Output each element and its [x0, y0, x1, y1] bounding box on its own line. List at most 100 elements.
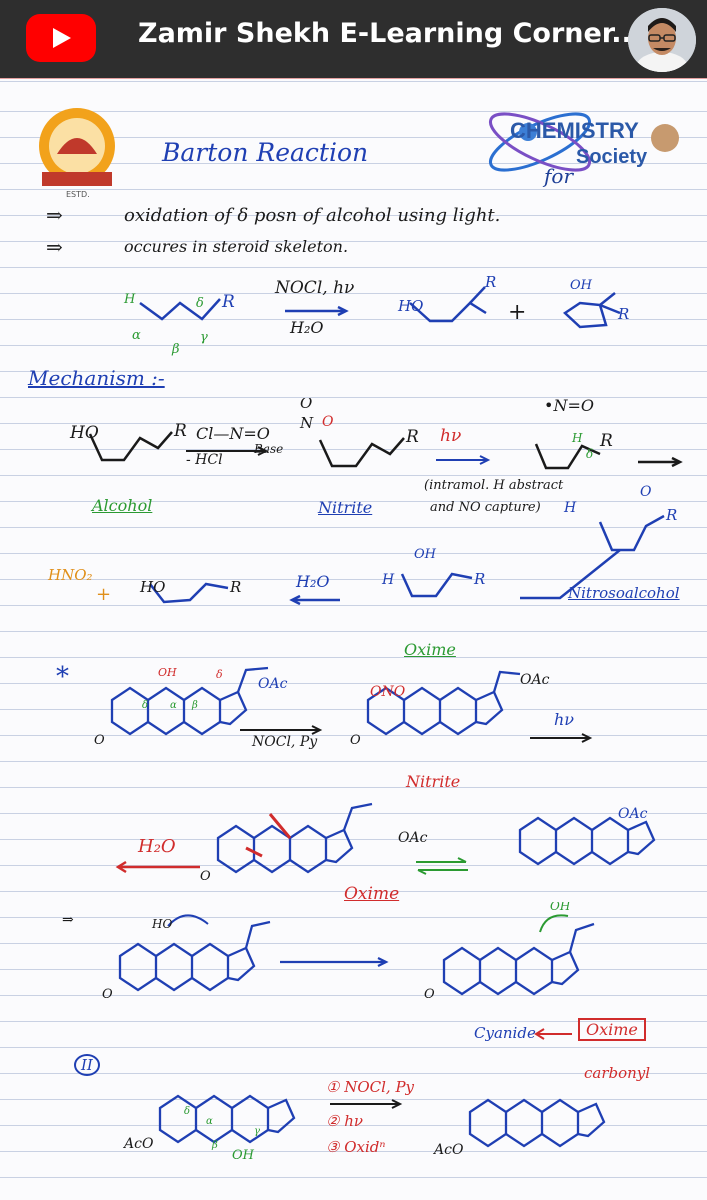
oac-1: OAc	[258, 676, 288, 692]
label-carbonyl: carbonyl	[584, 1064, 651, 1082]
mechanism-row-1: HO R R R N O O H δ	[69, 398, 683, 470]
mechanism-heading: Mechanism :-	[28, 366, 165, 390]
arrow-step-1	[186, 446, 269, 456]
reagent-hno2: HNO₂	[48, 566, 93, 584]
abstraction-note-1: (intramol. H abstract	[424, 478, 564, 493]
svg-text:R: R	[221, 292, 235, 312]
svg-text:O: O	[300, 398, 312, 412]
svg-text:HO: HO	[397, 297, 423, 315]
radical-no: •N=O	[544, 396, 594, 415]
abstraction-note-2: and NO capture)	[430, 500, 541, 515]
equilibrium-arrows	[416, 857, 468, 875]
label-oxime-2: Oxime	[344, 884, 400, 904]
step-one: ① NOCl, Py	[326, 1078, 415, 1096]
arrow-left-h2o	[115, 860, 200, 874]
reagent-nocl-hv: NOCl, hν	[275, 278, 355, 298]
svg-text:H: H	[381, 572, 395, 588]
svg-text:O: O	[200, 869, 211, 884]
reagent-minus-hcl: - HCl	[186, 452, 223, 468]
svg-text:HO: HO	[69, 423, 99, 443]
svg-text:R: R	[173, 421, 187, 441]
label-alcohol: Alcohol	[92, 496, 153, 515]
aco-right: AcO	[434, 1142, 464, 1158]
svg-text:OH: OH	[158, 666, 177, 679]
step-two: ② hν	[326, 1112, 363, 1130]
reagent-cl-n-o: Cl—N=O	[196, 424, 270, 443]
society-title-chemistry: CHEMISTRY	[510, 118, 639, 143]
page-top-rule	[0, 78, 707, 79]
svg-text:H: H	[571, 431, 583, 445]
svg-text:γ: γ	[254, 1126, 260, 1137]
label-cyanide: Cyanide	[474, 1024, 536, 1042]
arrow-step-nocl	[240, 725, 323, 735]
arrow-mark: ⇒	[62, 912, 74, 928]
svg-text:R: R	[229, 578, 241, 596]
svg-text:δ: δ	[184, 1106, 190, 1117]
svg-text:β: β	[191, 700, 198, 711]
svg-text:HO: HO	[139, 578, 165, 596]
oac-2: OAc	[520, 672, 550, 688]
example-roman-two: II	[74, 1054, 100, 1076]
aco-left: AcO	[124, 1136, 154, 1152]
society-title-for: for	[544, 164, 574, 188]
steroid-example-3: OH HO O O	[102, 902, 595, 1002]
svg-text:N: N	[299, 414, 314, 432]
svg-text:H: H	[563, 500, 577, 516]
arrow-step-ii	[330, 1099, 403, 1109]
oac-4: OAc	[618, 806, 648, 822]
reagent-h2o-2: H₂O	[138, 836, 176, 857]
reagent-hno2-plus: +	[96, 584, 112, 605]
oh-bottom: OH	[232, 1148, 254, 1163]
label-oxime-box: Oxime	[578, 1018, 646, 1041]
arrow-step-hv	[530, 733, 593, 743]
label-oxime-1: Oxime	[404, 640, 456, 659]
svg-text:O: O	[322, 414, 334, 430]
steroid-example-2: O	[200, 802, 656, 884]
svg-text:δ: δ	[142, 700, 148, 711]
page-title: Barton Reaction	[162, 138, 369, 167]
svg-text:α: α	[206, 1116, 213, 1127]
channel-title[interactable]: Zamir Shekh E-Learning Corner...	[138, 18, 643, 49]
svg-text:α: α	[132, 328, 141, 343]
reagent-hv-1: hν	[440, 426, 462, 446]
oac-3: OAc	[398, 830, 428, 846]
svg-text:O: O	[424, 987, 435, 1002]
example-star: *	[56, 662, 69, 692]
bullet-steroid: occures in steroid skeleton.	[124, 237, 349, 256]
society-title-society: Society	[576, 146, 648, 168]
svg-text:γ: γ	[200, 330, 208, 345]
notebook-page: ESTD. CHEMISTRY Society for Barton React…	[0, 78, 707, 1200]
bullet-oxidation: oxidation of δ posn of alcohol using lig…	[124, 205, 501, 226]
svg-text:R: R	[599, 431, 613, 451]
label-nitrite: Nitrite	[318, 498, 373, 517]
svg-text:β: β	[211, 1140, 218, 1151]
chemistry-society-logo: CHEMISTRY Society for	[482, 102, 697, 194]
svg-text:β: β	[171, 342, 180, 357]
reagent-h2o-step: H₂O	[296, 572, 330, 591]
svg-text:δ: δ	[586, 447, 593, 461]
label-nitrite-2: Nitrite	[406, 772, 461, 791]
steroid-example-ii: δ α β γ	[158, 1094, 606, 1151]
svg-text:R: R	[405, 427, 419, 447]
bullet-arrow-1: ⇒	[46, 203, 63, 227]
ono-group: ONO	[370, 684, 406, 700]
label-nitrosoalcohol: Nitrosoalcohol	[568, 584, 680, 602]
logo-estd: ESTD.	[66, 190, 90, 199]
svg-text:R: R	[473, 570, 485, 588]
presenter-avatar[interactable]	[628, 8, 696, 72]
reagent-h2o-overall: H₂O	[290, 318, 324, 337]
institute-logo: ESTD.	[22, 102, 132, 202]
plus-sign: +	[508, 300, 527, 325]
svg-text:R: R	[665, 506, 677, 524]
reagent-nocl-py: NOCl, Py	[252, 734, 318, 750]
youtube-play-icon[interactable]	[26, 14, 96, 62]
svg-text:OH: OH	[570, 278, 593, 293]
reagent-hv-2: hν	[554, 710, 575, 729]
svg-text:OH: OH	[550, 902, 571, 913]
svg-text:H: H	[123, 292, 136, 307]
video-title-bar: Zamir Shekh E-Learning Corner...	[0, 0, 707, 78]
svg-text:δ: δ	[196, 296, 204, 311]
svg-text:O: O	[640, 484, 652, 500]
